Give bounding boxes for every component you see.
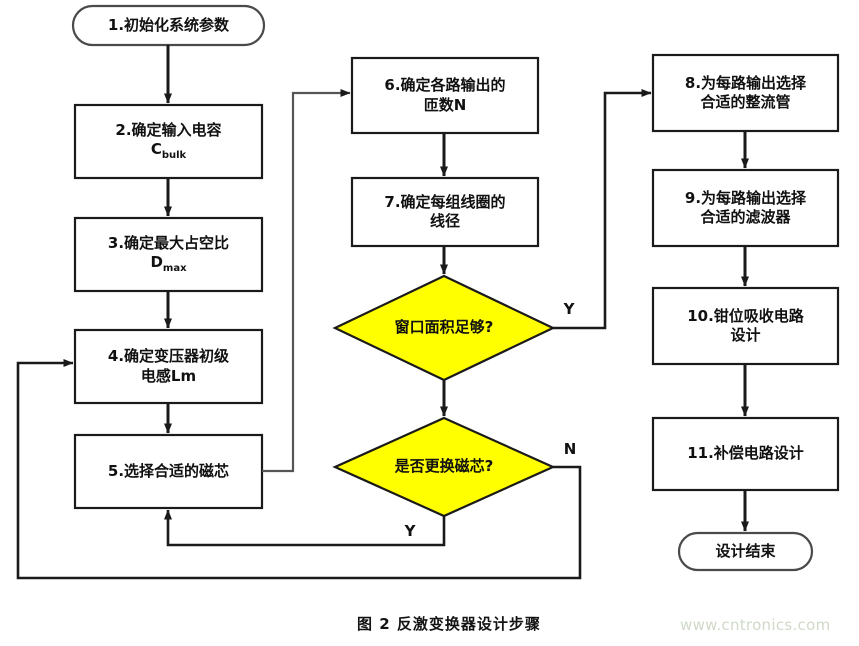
figure-caption: 图 2 反激变换器设计步骤 bbox=[357, 615, 541, 633]
node-n11-process bbox=[651, 416, 840, 492]
node-n10-process bbox=[651, 286, 840, 366]
edge-d2-yes-n5 bbox=[164, 509, 446, 547]
node-n12-terminator bbox=[677, 531, 814, 572]
node-n6-process bbox=[350, 56, 540, 135]
edge-d1-yes-n8 bbox=[553, 89, 652, 330]
node-n2-process bbox=[73, 103, 264, 180]
node-n4-process bbox=[73, 328, 264, 405]
node-d1-decision bbox=[332, 274, 556, 382]
node-n9-process bbox=[651, 168, 840, 248]
node-n1-terminator bbox=[71, 4, 266, 47]
node-n3-process bbox=[73, 216, 264, 293]
branch-label-d1-yes: Y bbox=[563, 300, 575, 318]
node-n5-process bbox=[73, 433, 264, 510]
branch-label-d2-yes: Y bbox=[404, 522, 416, 540]
branch-label-d2-no: N bbox=[563, 440, 577, 458]
node-n8-process bbox=[651, 53, 840, 133]
node-d2-decision bbox=[332, 416, 556, 518]
watermark-text: www.cntronics.com bbox=[680, 616, 831, 634]
edge-d2-no-n4 bbox=[16, 359, 582, 580]
node-n7-process bbox=[350, 176, 540, 248]
edge-n5-n6 bbox=[262, 89, 351, 473]
